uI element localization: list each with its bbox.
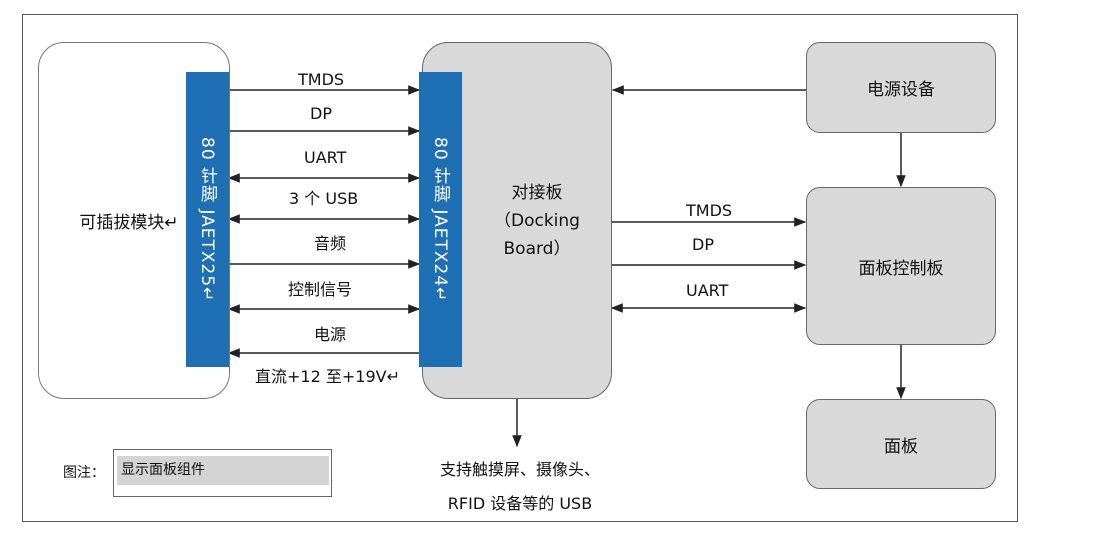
signal-label-dp: DP — [310, 104, 332, 123]
connector-jaetx25-label: 80 针脚 JAETX25↵ — [197, 136, 217, 303]
panel-control-board-box: 面板控制板 — [806, 187, 996, 345]
docking-board-label-2: （Docking — [494, 210, 580, 231]
legend-item: 显示面板组件 — [117, 456, 329, 485]
pluggable-module-label: 可插拔模块↵ — [79, 213, 179, 233]
connector-jaetx24: 80 针脚 JAETX24↵ — [419, 72, 462, 367]
signal-label-usb: 3 个 USB — [289, 189, 359, 208]
legend-box: 显示面板组件 — [113, 449, 332, 497]
panel-box: 面板 — [806, 399, 996, 489]
docking-board-label-3: Board） — [503, 238, 571, 259]
signal-label-power: 电源 — [314, 325, 347, 344]
diagram-frame — [22, 14, 1018, 522]
panel-label: 面板 — [884, 436, 918, 457]
usb-note-line-2: RFID 设备等的 USB — [447, 494, 593, 513]
signal-label-uart: UART — [304, 148, 347, 167]
signal-label-tmds-right: TMDS — [686, 201, 733, 220]
legend-prefix: 图注： — [63, 465, 105, 481]
signal-label-dc: 直流+12 至+19V↵ — [255, 367, 400, 386]
docking-board-label-1: 对接板 — [511, 182, 563, 203]
signal-label-audio: 音频 — [314, 234, 347, 253]
connector-jaetx25: 80 针脚 JAETX25↵ — [186, 72, 229, 367]
power-device-box: 电源设备 — [806, 42, 996, 133]
usb-note-line-1: 支持触摸屏、摄像头、 — [439, 460, 600, 479]
power-device-label: 电源设备 — [867, 80, 935, 100]
signal-label-control: 控制信号 — [288, 280, 353, 299]
signal-label-tmds: TMDS — [298, 70, 345, 89]
signal-label-dp-right: DP — [692, 235, 714, 254]
panel-control-board-label: 面板控制板 — [858, 258, 944, 279]
connector-jaetx24-label: 80 针脚 JAETX24↵ — [430, 136, 450, 303]
signal-label-uart-right: UART — [686, 281, 729, 300]
